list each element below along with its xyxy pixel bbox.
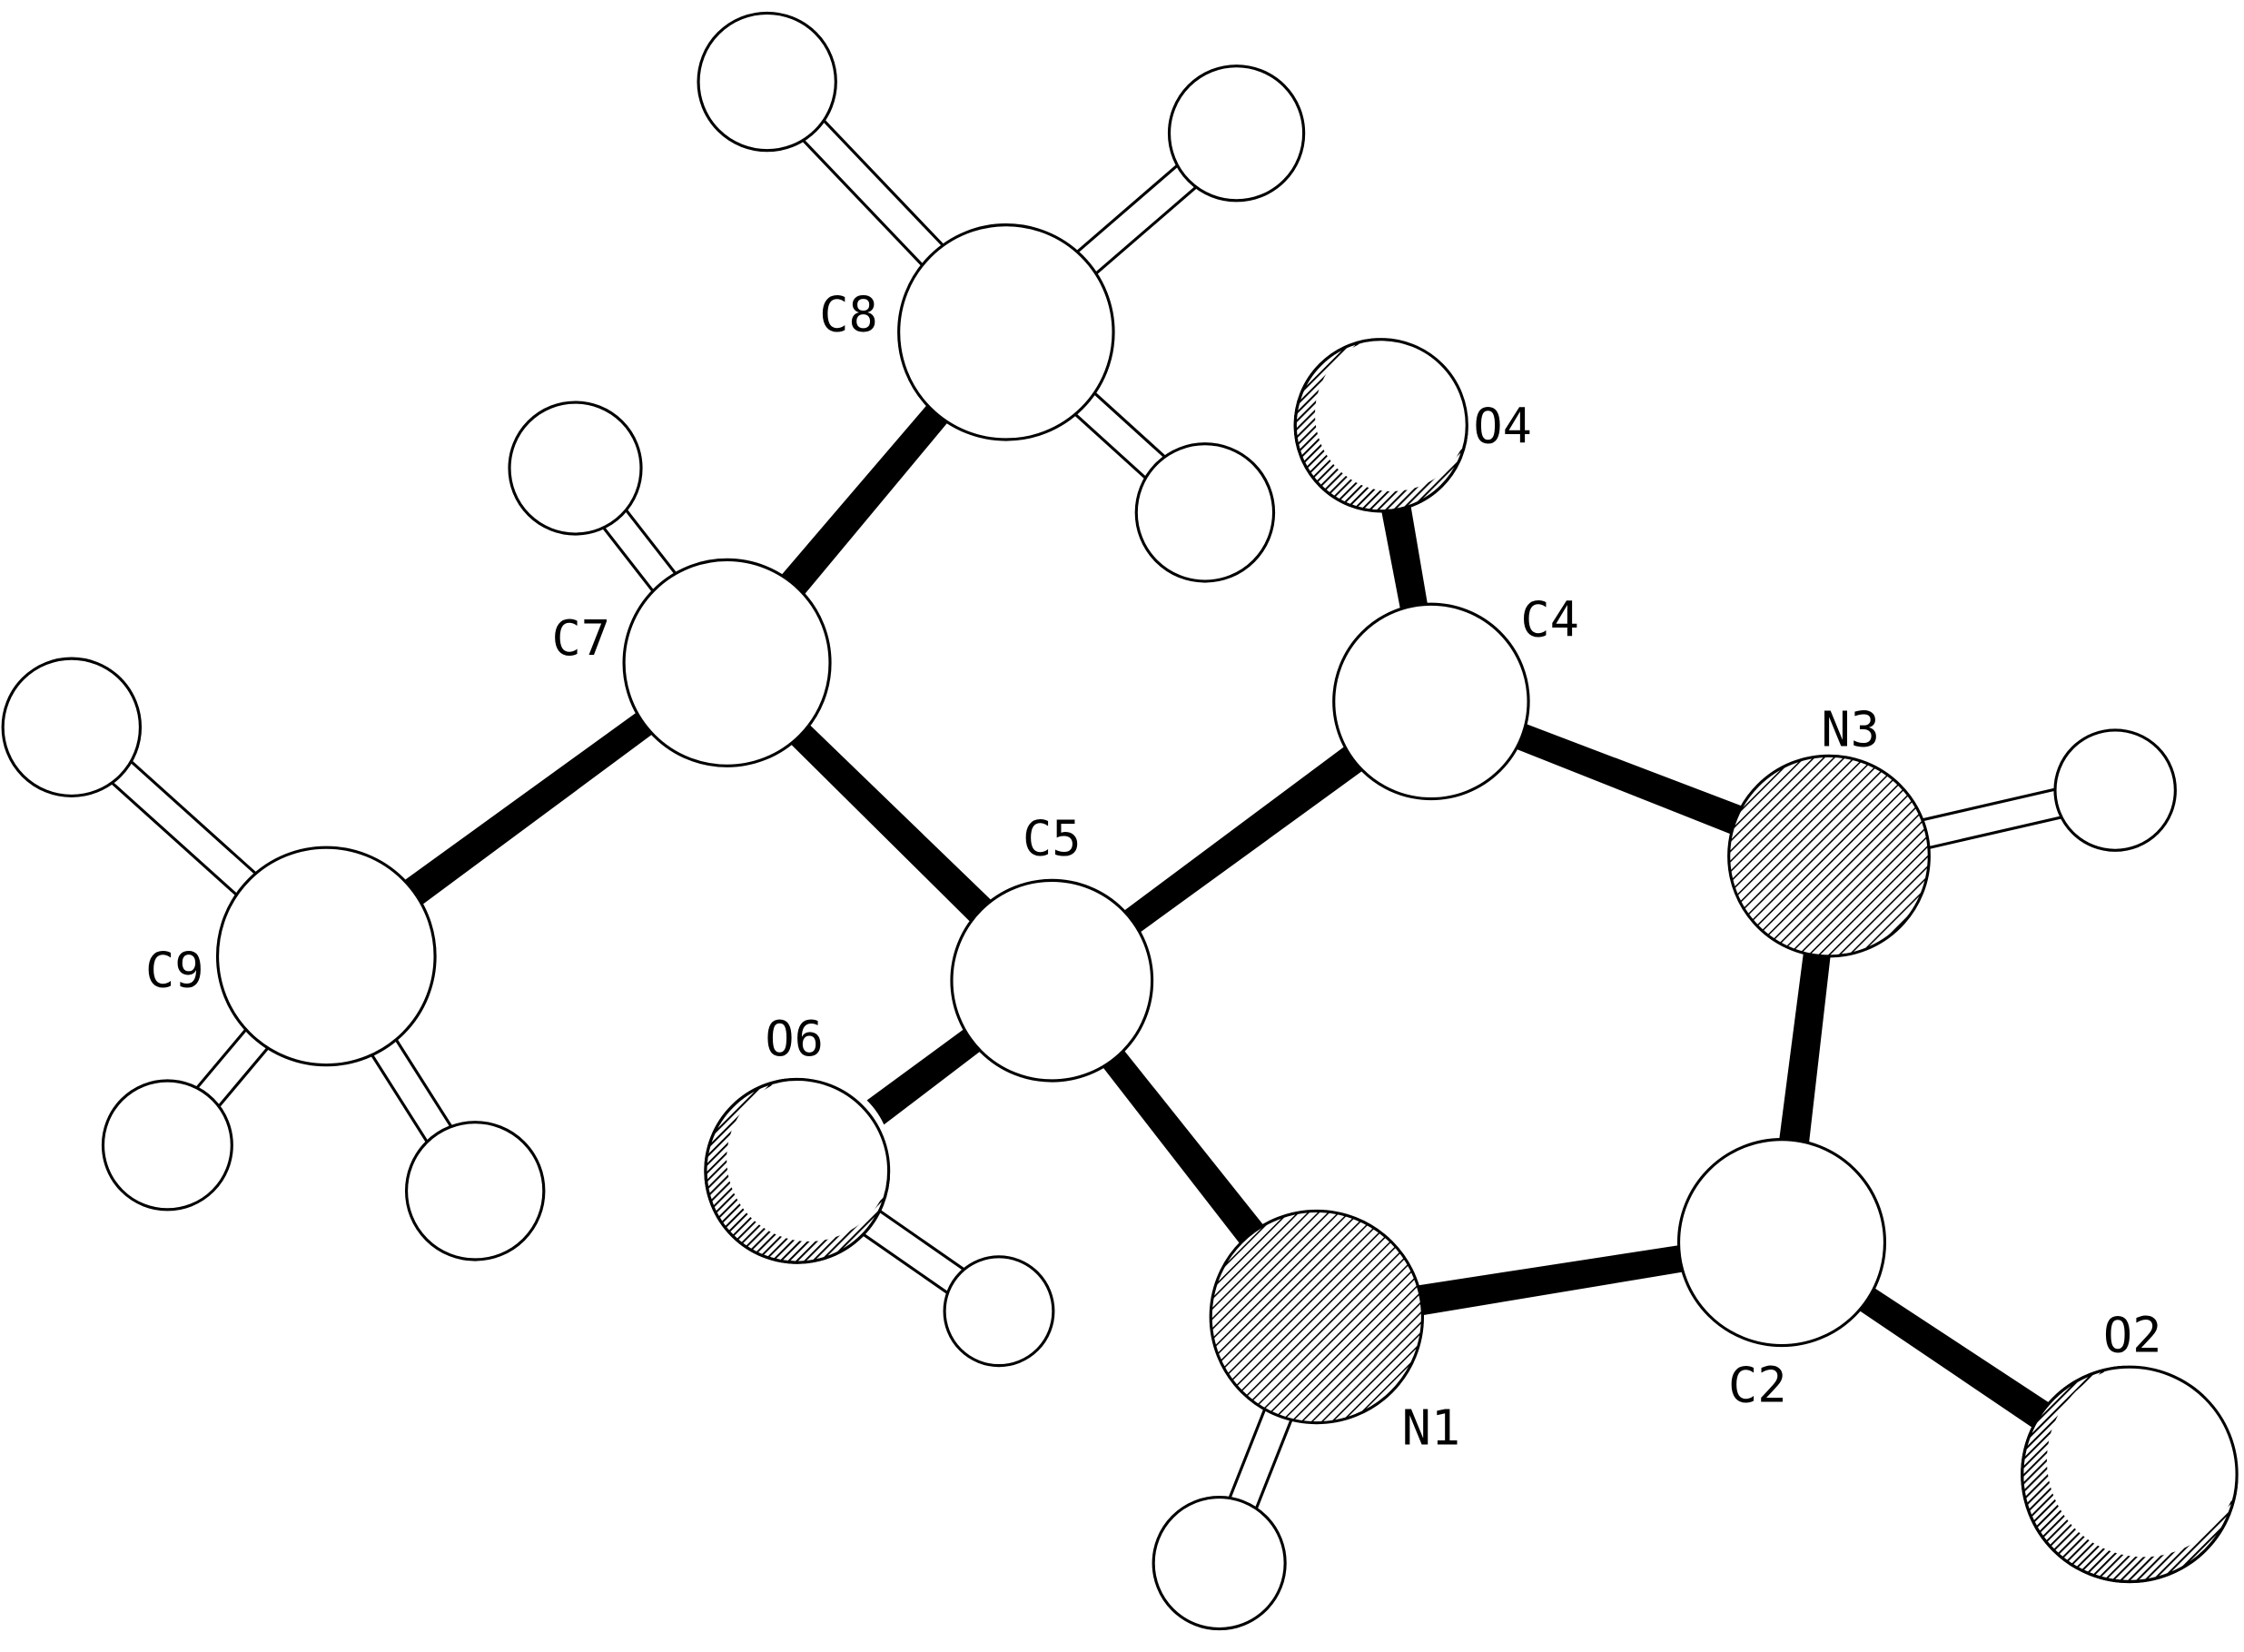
atom-n1: [1209, 1209, 1425, 1425]
bond-c5-c4: [1043, 688, 1441, 992]
atom-c4: [1332, 602, 1530, 801]
oxygen-atom: [2021, 1365, 2239, 1584]
atom-label-o4: O4: [1473, 398, 1532, 455]
atom-label-c5: C5: [1023, 809, 1082, 866]
carbon-atom: [950, 878, 1154, 1083]
atom-label-c2: C2: [1728, 1356, 1787, 1413]
atom-c7: [622, 558, 832, 767]
oxygen-atom-highlight: [1314, 336, 1470, 492]
oxygen-atom-highlight: [727, 1076, 892, 1241]
atom-label-n1: N1: [1402, 1400, 1461, 1457]
hydrogen-atom: [404, 1121, 546, 1261]
carbon-atom: [215, 846, 437, 1067]
atom-label-o2: O2: [2103, 1306, 2162, 1363]
hydrogen-atom: [2053, 728, 2177, 852]
nitrogen-atom: [1209, 1209, 1425, 1425]
atom-o6: [704, 1076, 892, 1264]
oxygen-atom: [704, 1077, 891, 1264]
atom-c2: [1676, 1138, 1887, 1348]
oxygen-atom-highlight: [2046, 1363, 2240, 1558]
hydrogen-atom: [697, 11, 837, 153]
carbon-atom: [622, 558, 832, 767]
atom-o2: [2021, 1363, 2240, 1584]
atom-label-n3: N3: [1821, 701, 1880, 758]
carbon-atom: [1332, 602, 1530, 801]
hydrogen-atom: [1, 657, 143, 797]
hydrogen-atom: [943, 1255, 1055, 1368]
hydrogen-atom: [1152, 1496, 1287, 1631]
bond-c7-c9: [317, 652, 735, 969]
carbon-atom: [897, 223, 1115, 441]
bond-c2-n1: [1314, 1230, 1784, 1333]
nitrogen-atom: [1727, 754, 1931, 958]
hydrogen-atom: [1134, 442, 1276, 583]
atom-c5: [950, 878, 1154, 1083]
atom-c8: [897, 223, 1115, 441]
oxygen-atom: [1293, 338, 1468, 513]
atom-c9: [215, 846, 437, 1067]
atom-o4: [1293, 336, 1470, 513]
atom-n3: [1727, 754, 1931, 958]
atom-label-c4: C4: [1520, 590, 1579, 648]
hydrogen-atom: [1167, 64, 1306, 203]
atom-label-c9: C9: [145, 941, 204, 998]
atom-label-o6: O6: [765, 1010, 824, 1067]
carbon-atom: [1676, 1138, 1887, 1348]
hydrogen-atom: [101, 1079, 233, 1212]
atom-label-c8: C8: [819, 286, 878, 343]
atom-label-c7: C7: [552, 609, 611, 667]
bond-c7-c5: [717, 653, 1063, 993]
hydrogen-atom: [508, 401, 643, 536]
